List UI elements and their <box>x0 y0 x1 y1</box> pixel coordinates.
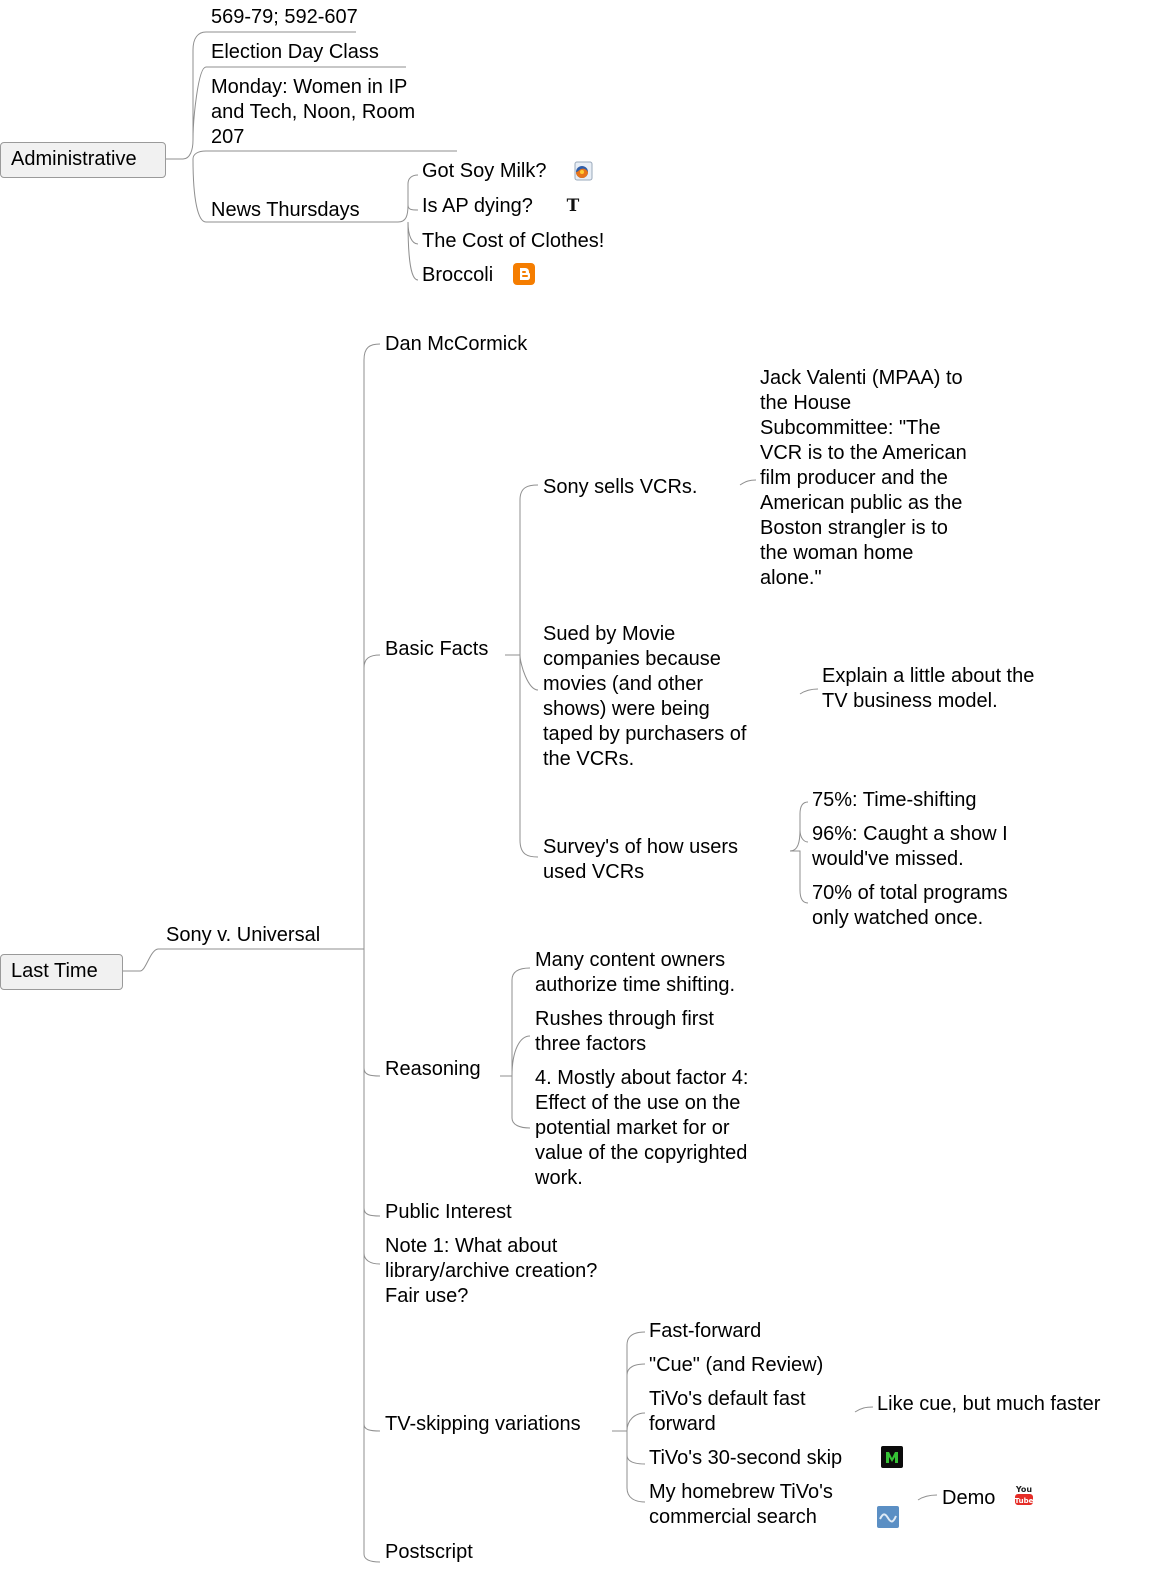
topic-vcr-survey[interactable]: Survey's of how users used VCRs <box>543 836 739 883</box>
topic-note-1[interactable]: Note 1: What about library/archive creat… <box>385 1235 598 1307</box>
topic-dan-mccormick[interactable]: Dan McCormick <box>385 333 528 355</box>
topic-administrative[interactable]: Administrative <box>0 142 166 178</box>
topic-tv-business-model[interactable]: Explain a little about the TV business m… <box>822 665 1035 712</box>
topic-stat-time-shifting[interactable]: 75%: Time-shifting <box>812 789 977 811</box>
svg-text:T: T <box>567 196 580 216</box>
topic-sued-by-movie-companies[interactable]: Sued by Movie companies because movies (… <box>543 623 747 770</box>
topic-postscript[interactable]: Postscript <box>385 1541 473 1563</box>
topic-valenti-quote[interactable]: Jack Valenti (MPAA) to the House Subcomm… <box>760 367 967 589</box>
topic-sony-sells-vcrs[interactable]: Sony sells VCRs. <box>543 476 698 498</box>
blogger-icon[interactable] <box>513 263 535 285</box>
topic-news-thursdays[interactable]: News Thursdays <box>211 199 360 221</box>
green-m-icon[interactable] <box>881 1446 903 1468</box>
topic-monday-event[interactable]: Monday: Women in IP and Tech, Noon, Room… <box>211 76 416 148</box>
topic-election-day[interactable]: Election Day Class <box>211 41 379 63</box>
topic-broccoli[interactable]: Broccoli <box>422 264 494 286</box>
topic-last-time[interactable]: Last Time <box>0 954 123 990</box>
topic-sony-v-universal[interactable]: Sony v. Universal <box>166 924 321 946</box>
svg-text:You: You <box>1015 1485 1033 1494</box>
topic-tivo-default-ff[interactable]: TiVo's default fast forward <box>649 1388 806 1435</box>
blue-wave-icon[interactable] <box>877 1506 899 1528</box>
firefox-icon[interactable] <box>572 160 594 182</box>
topic-fast-forward[interactable]: Fast-forward <box>649 1320 762 1342</box>
topic-cue-review[interactable]: "Cue" (and Review) <box>649 1354 824 1376</box>
topic-cost-of-clothes[interactable]: The Cost of Clothes! <box>422 230 605 252</box>
topic-basic-facts[interactable]: Basic Facts <box>385 638 489 660</box>
topic-factor-four[interactable]: 4. Mostly about factor 4: Effect of the … <box>535 1067 749 1189</box>
topic-ap-dying[interactable]: Is AP dying? <box>422 195 533 217</box>
topic-soy-milk[interactable]: Got Soy Milk? <box>422 160 547 182</box>
new-york-times-icon[interactable]: T <box>562 194 584 216</box>
topic-pages[interactable]: 569-79; 592-607 <box>211 6 358 28</box>
topic-like-cue[interactable]: Like cue, but much faster <box>877 1393 1101 1415</box>
youtube-icon[interactable]: You Tube <box>1013 1484 1035 1506</box>
topic-content-owners[interactable]: Many content owners authorize time shift… <box>535 949 736 996</box>
topic-tivo-30-skip[interactable]: TiVo's 30-second skip <box>649 1447 843 1469</box>
topic-stat-caught-show[interactable]: 96%: Caught a show I would've missed. <box>812 823 1008 870</box>
svg-text:Tube: Tube <box>1015 1497 1034 1505</box>
topic-public-interest[interactable]: Public Interest <box>385 1201 512 1223</box>
topic-first-three-factors[interactable]: Rushes through first three factors <box>535 1008 714 1055</box>
topic-tv-skipping[interactable]: TV-skipping variations <box>385 1413 581 1435</box>
topic-homebrew-search[interactable]: My homebrew TiVo's commercial search <box>649 1481 833 1528</box>
topic-reasoning[interactable]: Reasoning <box>385 1058 481 1080</box>
topic-demo[interactable]: Demo <box>942 1487 996 1509</box>
topic-stat-watched-once[interactable]: 70% of total programs only watched once. <box>812 882 1008 929</box>
